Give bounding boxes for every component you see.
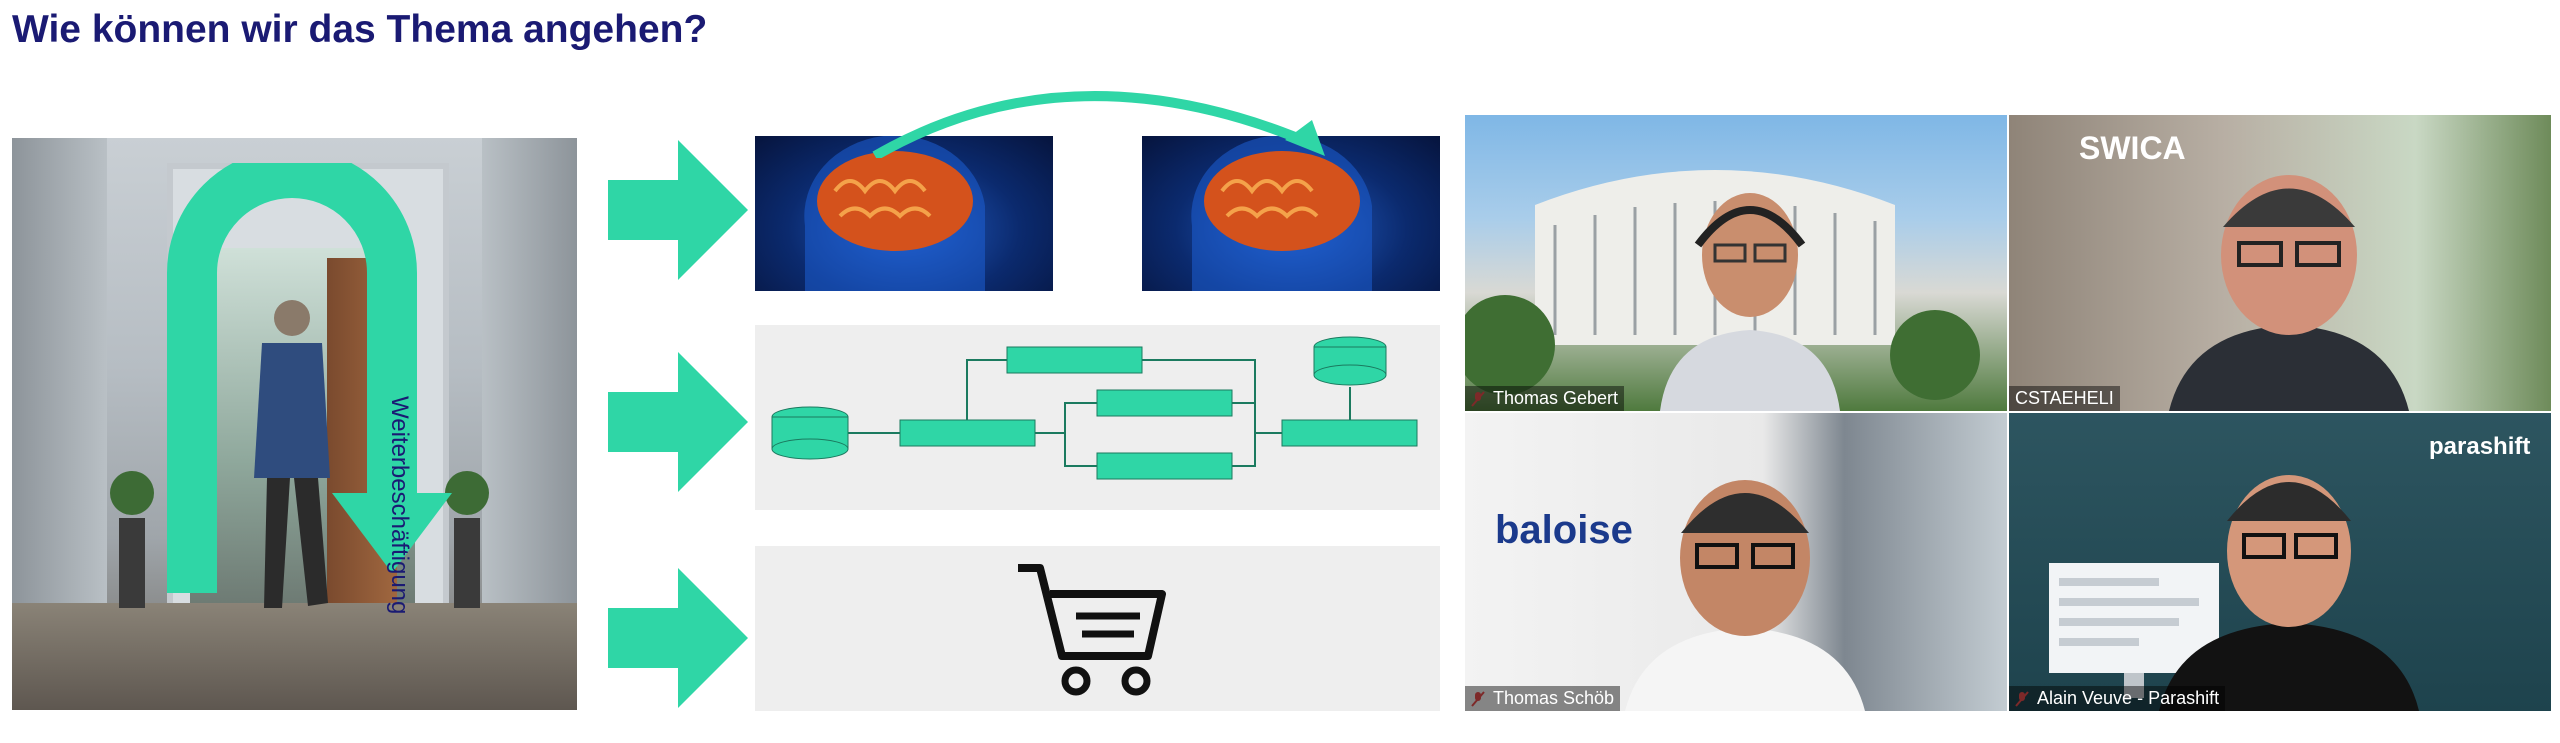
mic-muted-icon <box>2015 691 2029 707</box>
swica-logo: SWICA <box>2079 130 2186 166</box>
u-turn-arrow <box>167 163 452 593</box>
floor <box>12 603 577 710</box>
shopping-panel <box>755 546 1440 711</box>
video-tile-thomas-schoeb[interactable]: baloise Thomas Schöb <box>1465 413 2007 711</box>
participant-name: Alain Veuve - Parashift <box>2009 686 2226 711</box>
green-arrow-icon <box>608 352 748 492</box>
participant-person <box>2169 175 2409 411</box>
mic-muted-icon <box>1471 391 1485 407</box>
video-tile-thomas-gebert[interactable]: Thomas Gebert <box>1465 115 2007 411</box>
shopping-cart-icon <box>1018 564 1166 696</box>
office-door-photo: Weiterbeschäftigung <box>12 138 577 710</box>
green-arrow-icon <box>608 568 748 708</box>
participant-name: CSTAEHELI <box>2009 386 2120 411</box>
plant-left <box>110 471 154 608</box>
video-tile-alain-veuve[interactable]: parashift Alain Veuve - Parashift <box>2009 413 2551 711</box>
vertical-label-weiterbeschaeftigung: Weiterbeschäftigung <box>386 396 413 615</box>
video-tile-cstaeheli[interactable]: SWICA CSTAEHELI <box>2009 115 2551 411</box>
monitor-screen <box>2049 563 2219 698</box>
baloise-logo: baloise <box>1495 508 1633 552</box>
transfer-arc-arrow <box>872 91 1325 158</box>
participant-name: Thomas Gebert <box>1465 386 1625 411</box>
participant-person <box>2159 475 2419 711</box>
participant-person <box>1625 480 1865 711</box>
mic-muted-icon <box>1471 691 1485 707</box>
parashift-logo: parashift <box>2429 433 2531 460</box>
green-arrow-icon <box>608 140 748 280</box>
plant-right <box>445 471 489 608</box>
slide-title: Wie können wir das Thema angehen? <box>12 8 708 51</box>
walking-man <box>254 300 330 608</box>
process-flow-panel <box>755 325 1440 510</box>
brain-icon <box>804 136 985 291</box>
participant-name: Thomas Schöb <box>1465 686 1621 711</box>
process-flow-diagram <box>771 336 1418 480</box>
participant-person <box>1660 193 1840 411</box>
brain-image-left <box>755 136 1053 291</box>
brain-image-right <box>1142 136 1440 291</box>
brain-icon <box>1191 136 1372 291</box>
